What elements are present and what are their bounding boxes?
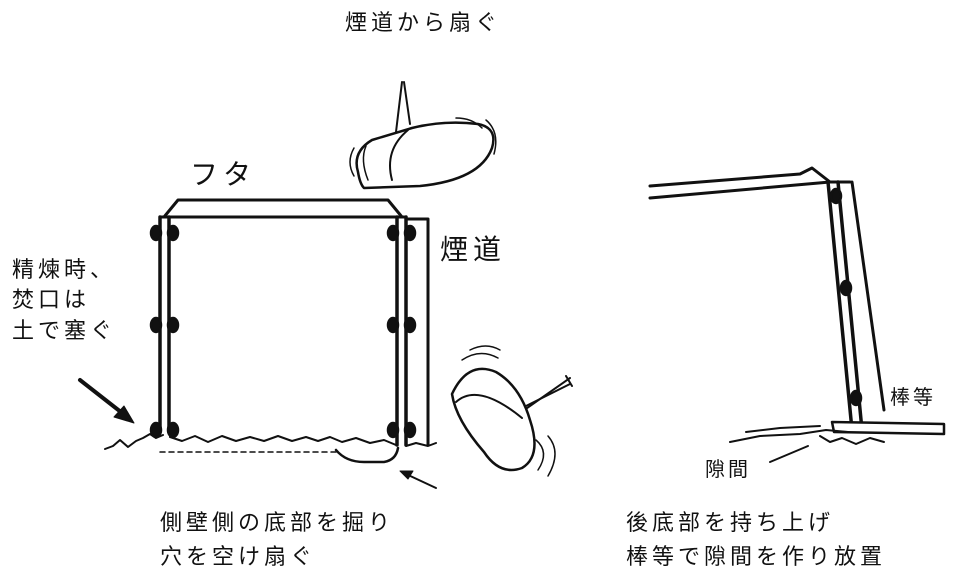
kiln-box <box>78 198 437 489</box>
label-gap: 隙間 <box>705 457 751 481</box>
kiln-lid <box>162 198 404 219</box>
prop-stick <box>830 420 946 436</box>
flue-pipe <box>404 217 430 447</box>
label-lid: フタ <box>190 158 257 191</box>
tilted-lid <box>648 166 832 200</box>
fan-top <box>349 81 497 190</box>
firebox-arrow <box>78 378 135 424</box>
hole-arrow <box>399 470 437 489</box>
label-fan-from-flue: 煙道から扇ぐ <box>345 11 502 36</box>
wall-bolts <box>149 224 417 439</box>
tilted-kiln <box>648 166 946 463</box>
tilted-ground <box>729 429 885 445</box>
label-side-wall-dig: 側壁側の底部を掘り 穴を空け扇ぐ <box>160 511 395 571</box>
dug-hole <box>334 446 400 464</box>
label-lift-rear: 後底部を持ち上げ 棒等で隙間を作り放置 <box>626 511 887 571</box>
tilted-wall-front <box>826 180 854 432</box>
label-refining-note: 精煉時、 焚口は 土で塞ぐ <box>12 258 117 344</box>
fan-bottom <box>450 345 573 477</box>
ground-soil <box>104 433 437 450</box>
tilted-bolts <box>829 187 863 407</box>
label-flue: 煙道 <box>440 233 507 266</box>
gap-pointer <box>769 445 809 463</box>
label-stick: 棒等 <box>890 385 936 409</box>
